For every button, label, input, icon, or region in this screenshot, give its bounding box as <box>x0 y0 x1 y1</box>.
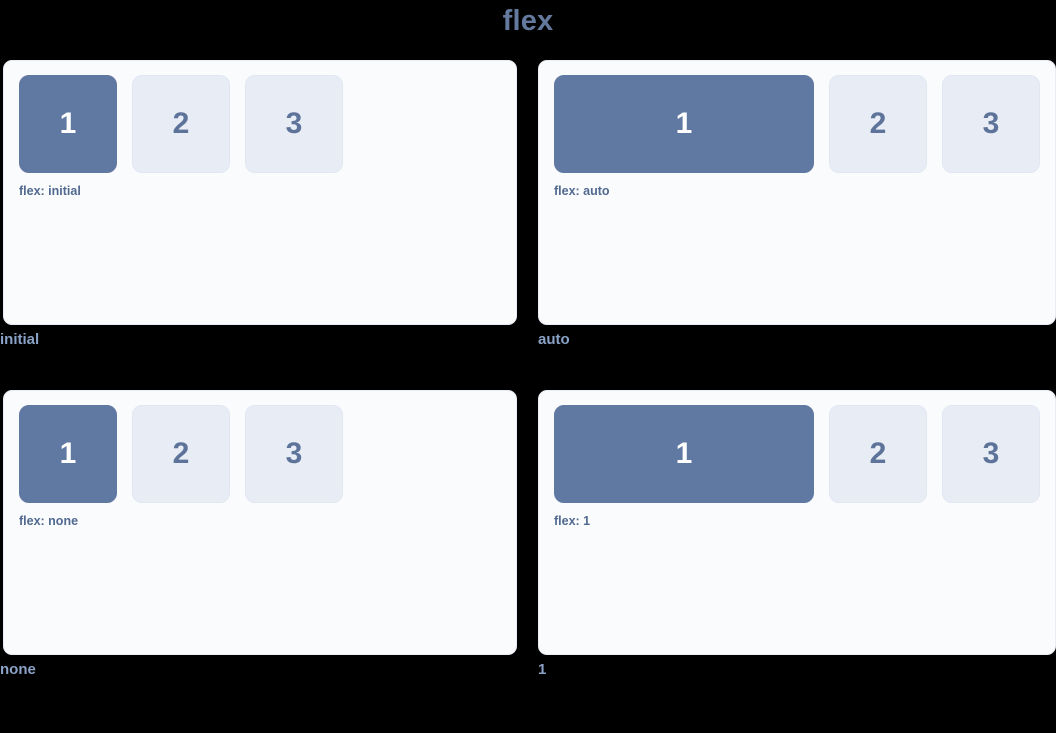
panel-label-none: flex: none <box>19 514 79 528</box>
flex-item-3: 3 <box>245 75 343 173</box>
panel-label-initial: flex: initial <box>19 184 81 198</box>
demo-caption-none: none <box>0 661 36 678</box>
demo-panel-auto: 1 2 3 flex: auto <box>538 60 1056 325</box>
demo-cell-one: 1 2 3 flex: 1 1 <box>538 390 1056 680</box>
flex-container-auto: 1 2 3 <box>554 75 1040 173</box>
flex-container-initial: 1 2 3 <box>19 75 501 173</box>
flex-item-3: 3 <box>942 405 1040 503</box>
flex-item-1: 1 <box>554 405 814 503</box>
demo-grid: 1 2 3 flex: initial initial 1 2 3 flex: … <box>0 60 1056 680</box>
panel-label-auto: flex: auto <box>554 184 610 198</box>
demo-panel-none: 1 2 3 flex: none <box>3 390 517 655</box>
demo-panel-one: 1 2 3 flex: 1 <box>538 390 1056 655</box>
flex-item-1: 1 <box>19 75 117 173</box>
flex-item-2: 2 <box>829 75 927 173</box>
flex-item-3: 3 <box>245 405 343 503</box>
demo-cell-initial: 1 2 3 flex: initial initial <box>0 60 517 350</box>
page-title: flex <box>502 5 554 37</box>
demo-panel-initial: 1 2 3 flex: initial <box>3 60 517 325</box>
flex-item-1: 1 <box>554 75 814 173</box>
flex-item-2: 2 <box>132 75 230 173</box>
demo-cell-none: 1 2 3 flex: none none <box>0 390 517 680</box>
flex-item-3: 3 <box>942 75 1040 173</box>
demo-cell-auto: 1 2 3 flex: auto auto <box>538 60 1056 350</box>
demo-caption-one: 1 <box>538 661 547 678</box>
flex-item-1: 1 <box>19 405 117 503</box>
demo-caption-initial: initial <box>0 331 40 348</box>
panel-label-one: flex: 1 <box>554 514 591 528</box>
flex-item-2: 2 <box>132 405 230 503</box>
flex-container-one: 1 2 3 <box>554 405 1040 503</box>
flex-container-none: 1 2 3 <box>19 405 501 503</box>
demo-caption-auto: auto <box>538 331 570 348</box>
flex-item-2: 2 <box>829 405 927 503</box>
